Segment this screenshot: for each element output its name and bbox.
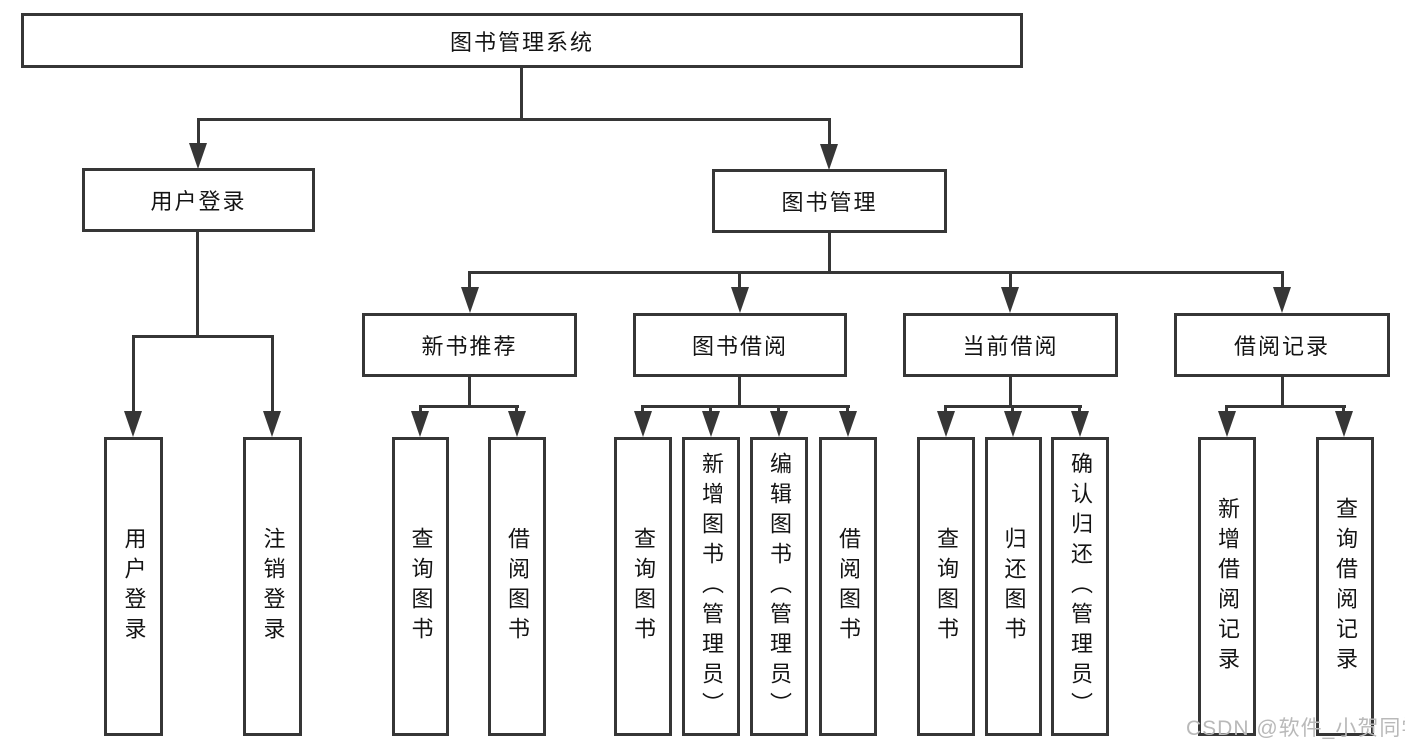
connector-vline	[1225, 405, 1228, 414]
leaf-current-confirm-return-admin: 确认归还（管理员）	[1051, 437, 1109, 736]
connector-vline	[738, 377, 741, 408]
watermark: CSDN @软件_小贺同学	[1186, 717, 1405, 740]
leaf-recommend-query-books: 查询图书	[392, 437, 449, 736]
node-borrowing-records: 借阅记录	[1174, 313, 1390, 377]
node-root: 图书管理系统	[21, 13, 1023, 68]
node-new-book-recommend: 新书推荐	[362, 313, 577, 377]
arrow-down-icon	[770, 411, 788, 437]
connector-vline	[944, 405, 947, 414]
connector-vline	[520, 68, 523, 119]
arrow-down-icon	[1273, 287, 1291, 313]
leaf-records-query-record: 查询借阅记录	[1316, 437, 1374, 736]
connector-vline	[1281, 377, 1284, 408]
connector-hline	[132, 335, 273, 338]
arrow-down-icon	[937, 411, 955, 437]
leaf-recommend-borrow-books: 借阅图书	[488, 437, 546, 736]
node-book-borrowing: 图书借阅	[633, 313, 847, 377]
connector-hline	[469, 271, 1284, 274]
connector-vline	[828, 233, 831, 274]
arrow-down-icon	[411, 411, 429, 437]
arrow-down-icon	[1004, 411, 1022, 437]
node-current-borrowing: 当前借阅	[903, 313, 1118, 377]
connector-vline	[197, 118, 200, 146]
connector-hline	[1225, 405, 1346, 408]
leaf-borrowing-borrow-books: 借阅图书	[819, 437, 877, 736]
leaf-borrowing-edit-books-admin: 编辑图书（管理员）	[750, 437, 808, 736]
connector-vline	[1078, 405, 1081, 414]
arrow-down-icon	[702, 411, 720, 437]
connector-vline	[709, 405, 712, 414]
arrow-down-icon	[634, 411, 652, 437]
connector-vline	[846, 405, 849, 414]
leaf-borrowing-add-books-admin: 新增图书（管理员）	[682, 437, 740, 736]
connector-vline	[738, 271, 741, 289]
connector-vline	[419, 405, 422, 414]
connector-vline	[1281, 271, 1284, 289]
connector-vline	[1009, 271, 1012, 289]
leaf-records-add-record: 新增借阅记录	[1198, 437, 1256, 736]
arrow-down-icon	[1335, 411, 1353, 437]
arrow-down-icon	[820, 144, 838, 170]
arrow-down-icon	[1218, 411, 1236, 437]
leaf-current-query-books: 查询图书	[917, 437, 975, 736]
arrow-down-icon	[1001, 287, 1019, 313]
node-book-management: 图书管理	[712, 169, 947, 233]
arrow-down-icon	[461, 287, 479, 313]
arrow-down-icon	[731, 287, 749, 313]
connector-vline	[468, 377, 471, 408]
connector-vline	[132, 335, 135, 412]
connector-vline	[1009, 377, 1012, 408]
leaf-current-return-books: 归还图书	[985, 437, 1042, 736]
connector-vline	[271, 335, 274, 412]
arrow-down-icon	[839, 411, 857, 437]
connector-hline	[642, 405, 850, 408]
connector-vline	[515, 405, 518, 414]
connector-vline	[1011, 405, 1014, 414]
connector-hline	[197, 118, 831, 121]
connector-vline	[828, 118, 831, 146]
connector-vline	[468, 271, 471, 289]
connector-hline	[419, 405, 519, 408]
connector-vline	[196, 232, 199, 338]
leaf-borrowing-query-books: 查询图书	[614, 437, 672, 736]
arrow-down-icon	[508, 411, 526, 437]
connector-vline	[1342, 405, 1345, 414]
arrow-down-icon	[189, 143, 207, 169]
leaf-logout: 注销登录	[243, 437, 302, 736]
connector-vline	[641, 405, 644, 414]
arrow-down-icon	[263, 411, 281, 437]
node-user-login: 用户登录	[82, 168, 315, 232]
leaf-user-login: 用户登录	[104, 437, 163, 736]
arrow-down-icon	[124, 411, 142, 437]
arrow-down-icon	[1071, 411, 1089, 437]
connector-vline	[777, 405, 780, 414]
